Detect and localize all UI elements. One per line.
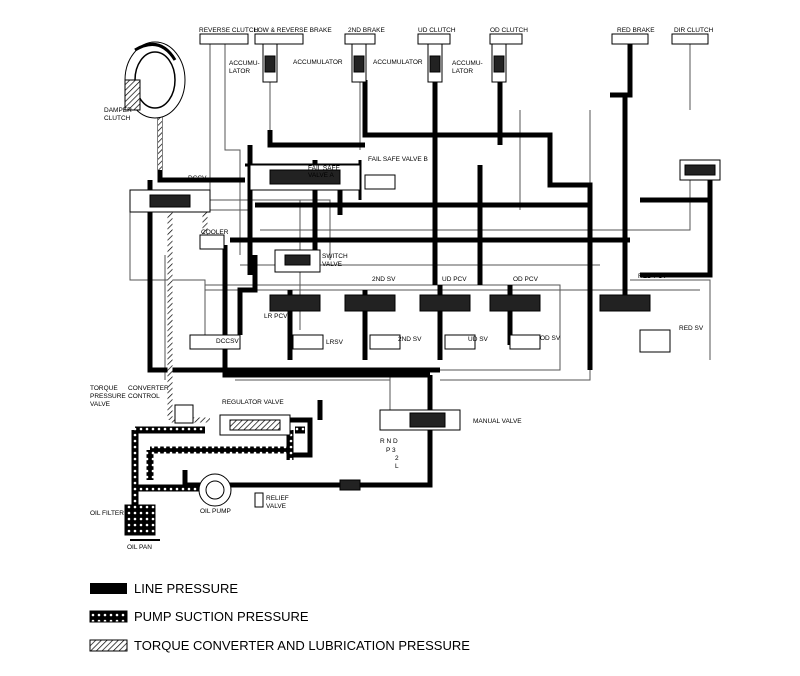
label-2nd-sv: 2ND SV (372, 276, 396, 283)
label-ud-clutch: UD CLUTCH (418, 27, 456, 34)
label-manual-valve: MANUAL VALVE (473, 418, 522, 425)
line-pressure-circuits (147, 40, 713, 488)
label-reverse-clutch: REVERSE CLUTCH (199, 27, 259, 34)
label-l: L (395, 463, 399, 470)
label-od-pcv: OD PCV (513, 276, 539, 283)
damper-clutch (124, 41, 186, 119)
label-fail-safe-valve-b: FAIL SAFE VALVE B (368, 156, 428, 163)
pump-group (124, 473, 264, 541)
label-accumu-2: ACCUMU- (452, 60, 483, 67)
label-control: CONTROL (128, 393, 160, 400)
label-converter: CONVERTER (128, 385, 169, 392)
label-torque: TORQUE (90, 385, 118, 392)
label-switch: SWITCH (322, 253, 348, 260)
accumulators (262, 41, 507, 83)
legend-swatch-pump-suction (89, 610, 128, 623)
label-2nd-sv-solenoid: 2ND SV (398, 336, 422, 343)
label-accumulator-2: ACCUMULATOR (373, 59, 423, 66)
label-red-pcv: RED PCV (638, 273, 668, 280)
label-od-clutch: OD CLUTCH (490, 27, 528, 34)
label-dccsv: DCCSV (216, 338, 239, 345)
label-valve-a: VALVE A (308, 172, 334, 179)
label-low-reverse-brake: LOW & REVERSE BRAKE (254, 27, 332, 34)
label-relief: RELIEF (266, 495, 289, 502)
label-lator-2: LATOR (452, 68, 473, 75)
legend-label-line-pressure: LINE PRESSURE (134, 581, 238, 596)
valve-bodies (129, 159, 721, 491)
label-2: 2 (395, 455, 399, 462)
legend-label-pump-suction: PUMP SUCTION PRESSURE (134, 609, 309, 624)
label-oil-pan: OIL PAN (127, 544, 152, 551)
torque-converter-lines (158, 110, 215, 423)
label-valve-torque: VALVE (90, 401, 111, 408)
label-lrsv: LRSV (326, 339, 344, 346)
label-pressure: PRESSURE (90, 393, 126, 400)
label-dir-clutch: DIR CLUTCH (674, 27, 714, 34)
label-relief-valve: VALVE (266, 503, 287, 510)
label-p-3: P 3 (386, 447, 396, 454)
label-cooler: COOLER (201, 229, 229, 236)
label-oil-filter: OIL FILTER (90, 510, 124, 517)
legend-swatch-torque-converter (89, 639, 128, 652)
label-valve: VALVE (322, 261, 343, 268)
label-r-n-d: R N D (380, 438, 398, 445)
label-accumulator-1: ACCUMULATOR (293, 59, 343, 66)
legend: LINE PRESSURE PUMP SUCTION PRESSURE TORQ… (89, 581, 470, 653)
label-accumu-1: ACCUMU- (229, 60, 260, 67)
label-od-sv: OD SV (540, 335, 561, 342)
label-dccv: DCCV (188, 175, 207, 182)
label-ud-sv: UD SV (468, 336, 489, 343)
label-2nd-brake: 2ND BRAKE (348, 27, 386, 34)
legend-swatch-line-pressure (90, 583, 127, 594)
label-red-sv: RED SV (679, 325, 704, 332)
label-ud-pcv: UD PCV (442, 276, 467, 283)
clutch-ports (199, 33, 709, 45)
label-oil-pump: OIL PUMP (200, 508, 231, 515)
label-lr-pcv: LR PCV (264, 313, 288, 320)
label-fail-safe: FAIL SAFE (308, 165, 341, 172)
legend-label-torque-converter: TORQUE CONVERTER AND LUBRICATION PRESSUR… (134, 638, 470, 653)
label-lator-1: LATOR (229, 68, 250, 75)
pump-suction-lines (131, 426, 305, 510)
label-damper: DAMPER (104, 107, 132, 114)
label-regulator-valve: REGULATOR VALVE (222, 399, 284, 406)
label-red-brake: RED BRAKE (617, 27, 655, 34)
diagram-labels: REVERSE CLUTCH LOW & REVERSE BRAKE 2ND B… (90, 27, 714, 551)
label-clutch: CLUTCH (104, 115, 131, 122)
